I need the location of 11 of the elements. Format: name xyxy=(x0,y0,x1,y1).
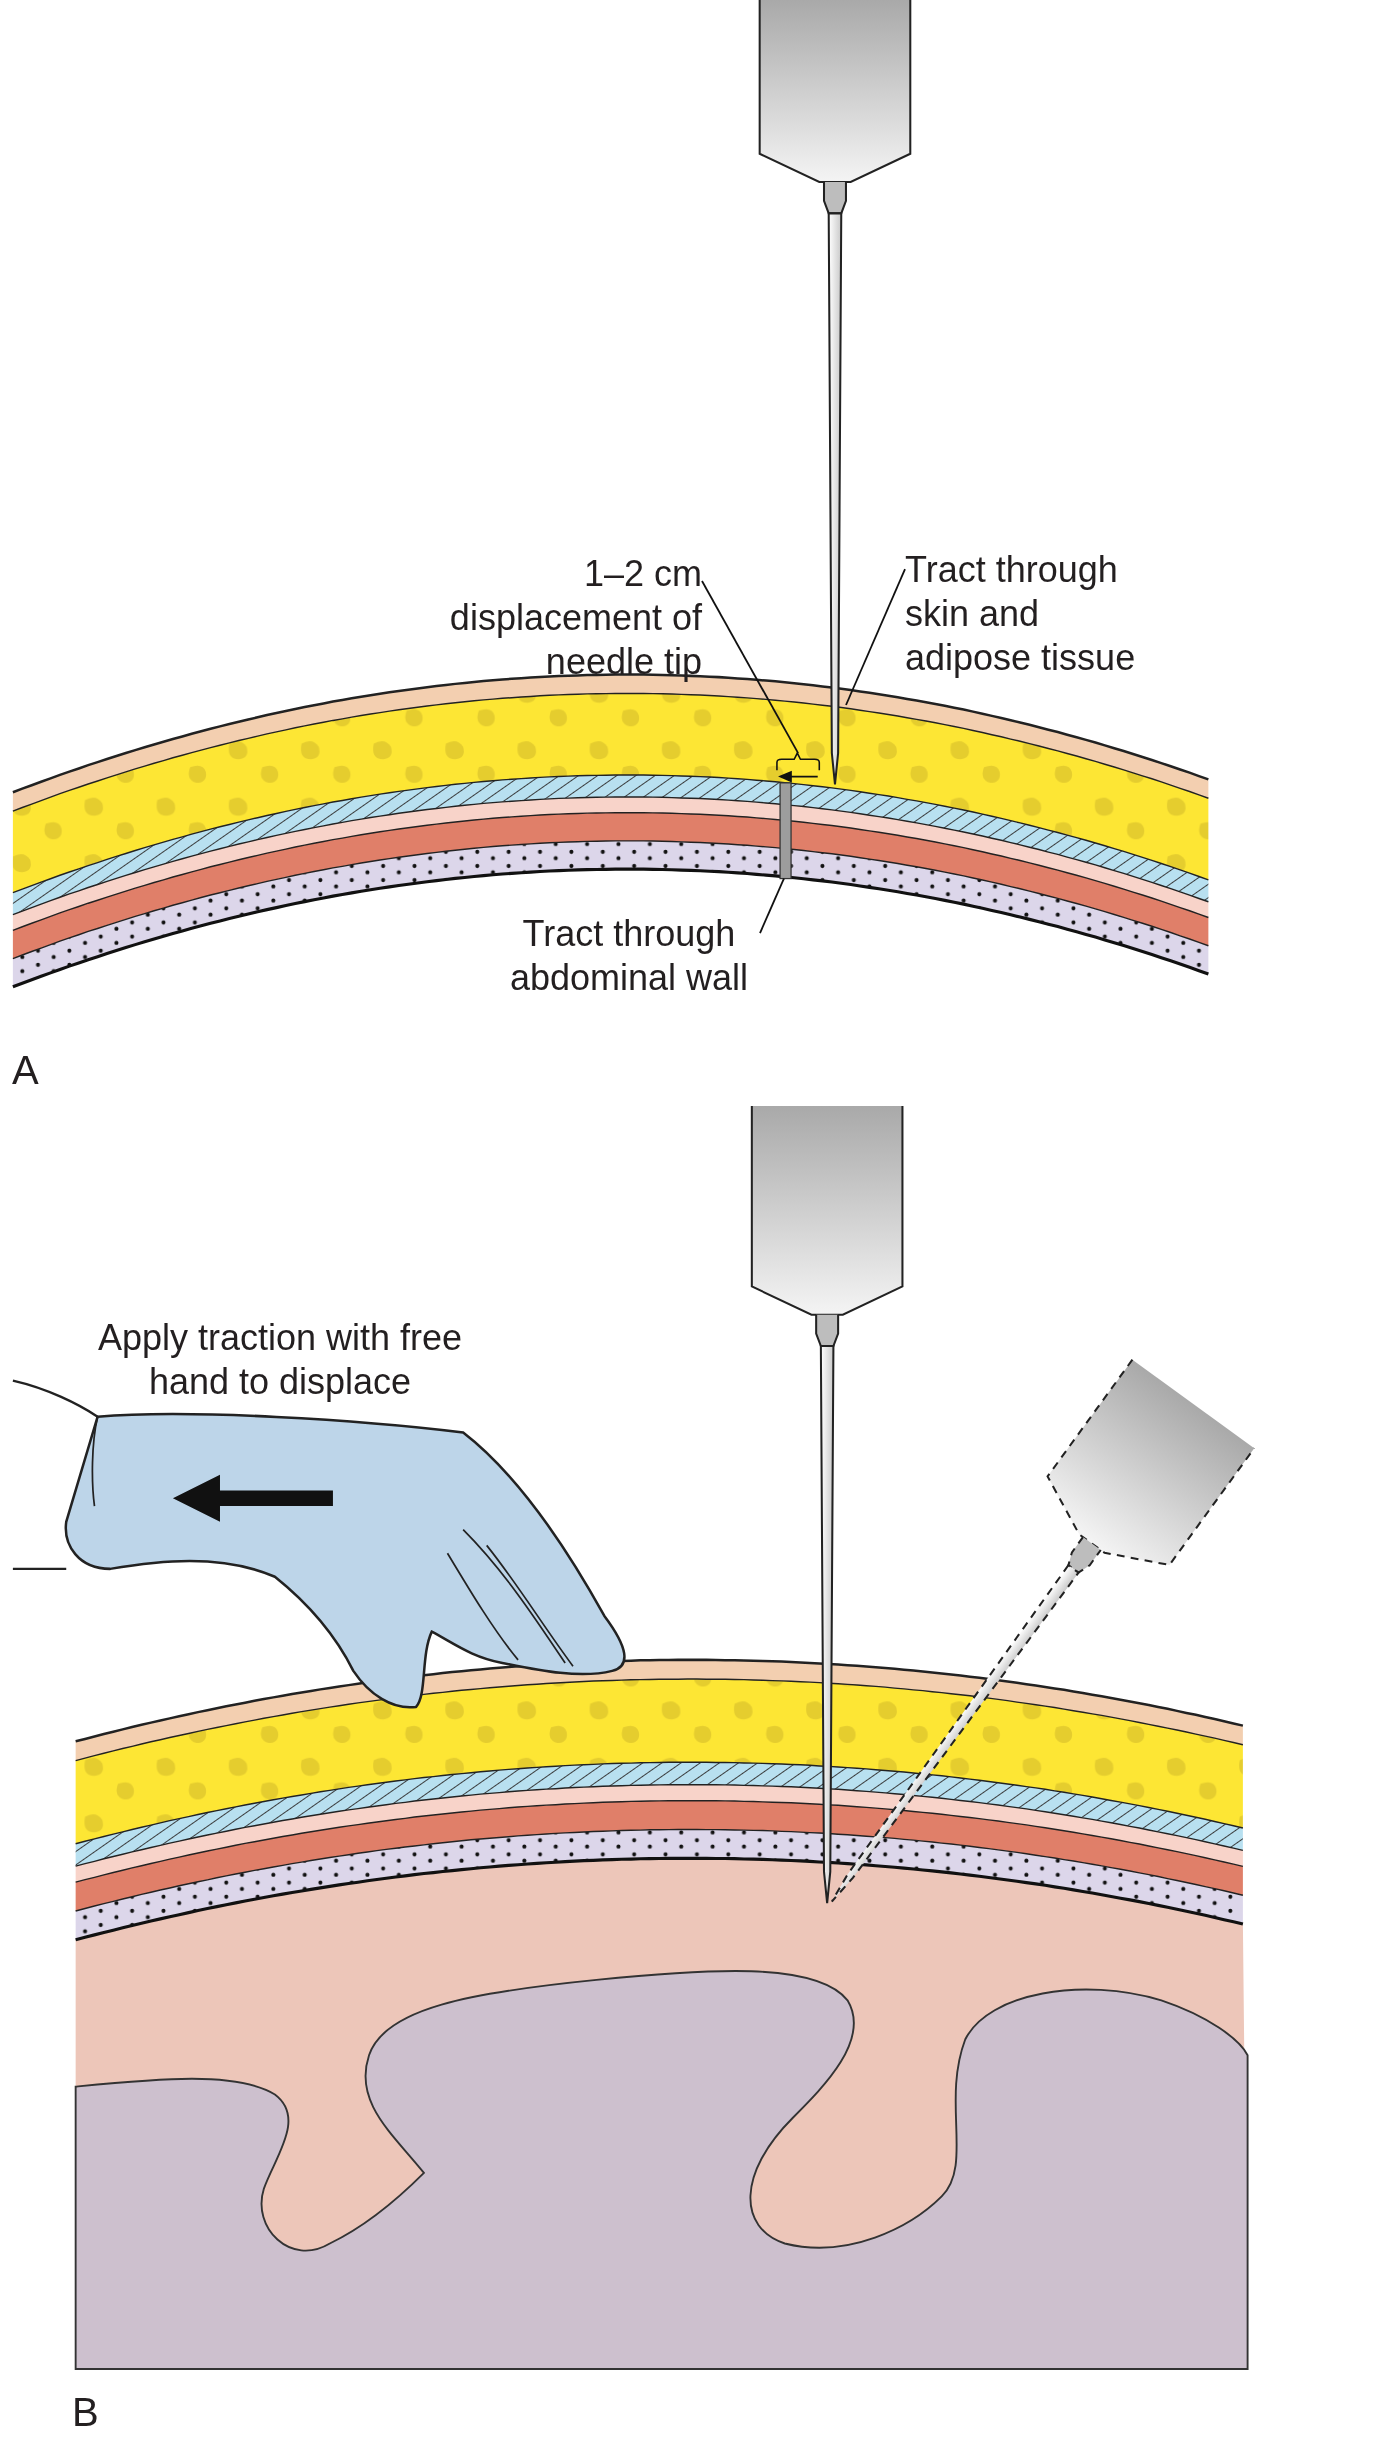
callout-label: Tract through skin and adipose tissue xyxy=(905,548,1167,680)
needle-tract xyxy=(779,782,792,880)
callout-label: 1–2 cm displacement of needle tip xyxy=(372,552,702,684)
callout-label: Tract through abdominal wall xyxy=(498,912,760,1000)
leader-line xyxy=(701,580,799,754)
panel-letter: A xyxy=(12,1047,40,1094)
panel-letter: B xyxy=(72,2389,100,2436)
instruction-text: Apply traction with free hand to displace xyxy=(96,1316,464,1404)
leader-line xyxy=(845,568,906,706)
displacement-bracket xyxy=(776,752,821,783)
leader-line xyxy=(759,877,785,934)
